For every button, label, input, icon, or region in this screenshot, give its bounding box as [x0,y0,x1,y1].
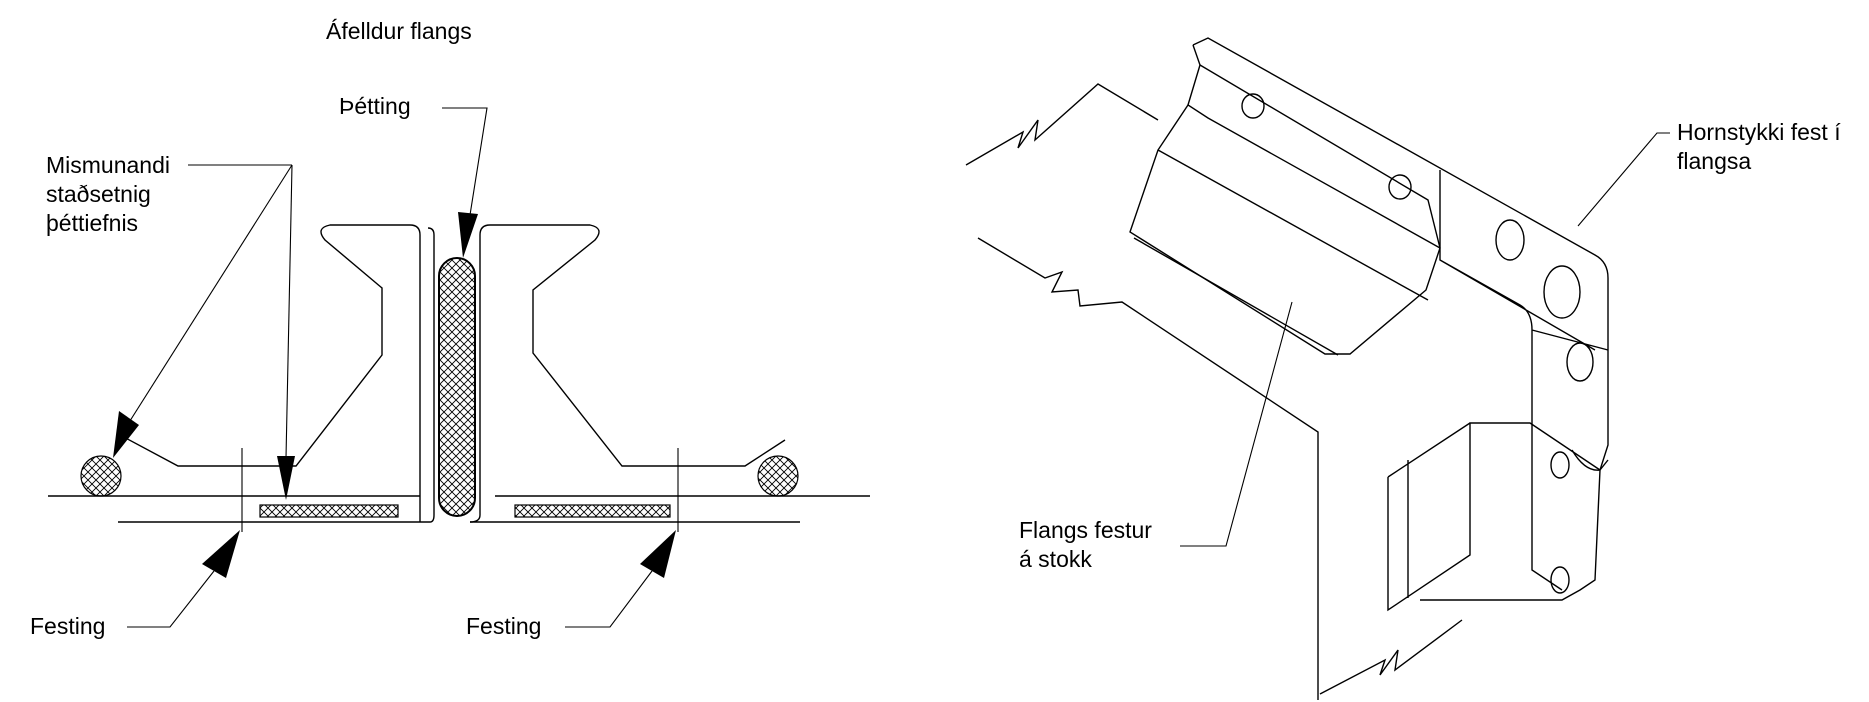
flange-label-line2: á stokk [1019,546,1092,572]
bolt-hole-2 [1388,174,1412,200]
duct-break-middle [977,237,1319,700]
position-label-line2: staðsetnig [46,181,151,207]
title-label: Áfelldur flangs [326,18,472,44]
position-leader-to-strip [285,164,293,459]
bolt-hole-5 [1566,342,1594,382]
lower-bracket [1387,422,1601,612]
flange-leader [1180,301,1293,547]
round-seal-left [80,455,122,497]
flange-label-line1: Flangs festur [1019,517,1152,543]
bolt-hole-6 [1550,451,1570,479]
sealing-label: Þétting [339,93,411,119]
fastening-leader-right [565,570,653,628]
bolt-hole-3 [1495,219,1525,261]
left-flange-profile [119,224,435,523]
fastening-arrowhead-left [202,530,240,578]
right-isometric-corner: Hornstykki fest í flangsa Flangs festur … [965,37,1841,700]
fastening-leader-left [127,570,215,628]
corner-notch [1571,449,1609,471]
bolt-hole-1 [1241,93,1265,119]
duct-break-top [965,83,1159,166]
bolt-hole-4 [1543,265,1581,319]
left-flange-section: Áfelldur flangs Þétting Mismunandi staðs… [30,18,870,639]
flange-face [1129,64,1441,355]
corner-piece [1439,170,1609,591]
flange-fold-line [1157,149,1429,301]
position-arrowhead-strip [277,456,295,500]
fastening-arrowhead-right [640,530,676,578]
sealing-arrowhead [458,212,478,258]
position-label-line3: þéttiefnis [46,210,138,236]
round-seal-right [757,455,799,497]
corner-label-line1: Hornstykki fest í [1677,119,1841,145]
flange-outline [1192,37,1609,601]
corner-label-line2: flangsa [1677,148,1751,174]
fastening-label-right: Festing [466,613,541,639]
right-flange-profile [469,224,786,523]
sealing-strip-right [514,504,671,518]
bolt-hole-7 [1550,566,1570,594]
flange-bevel [1133,237,1339,356]
fastening-label-left: Festing [30,613,105,639]
duct-break-bottom [1319,619,1463,695]
position-label-line1: Mismunandi [46,152,170,178]
center-gasket [438,257,476,517]
position-leader-to-seal [127,164,293,425]
corner-leader [1577,132,1670,227]
sealing-strip-left [259,504,399,518]
sealing-leader [442,107,488,216]
position-arrowhead-seal [113,411,139,458]
